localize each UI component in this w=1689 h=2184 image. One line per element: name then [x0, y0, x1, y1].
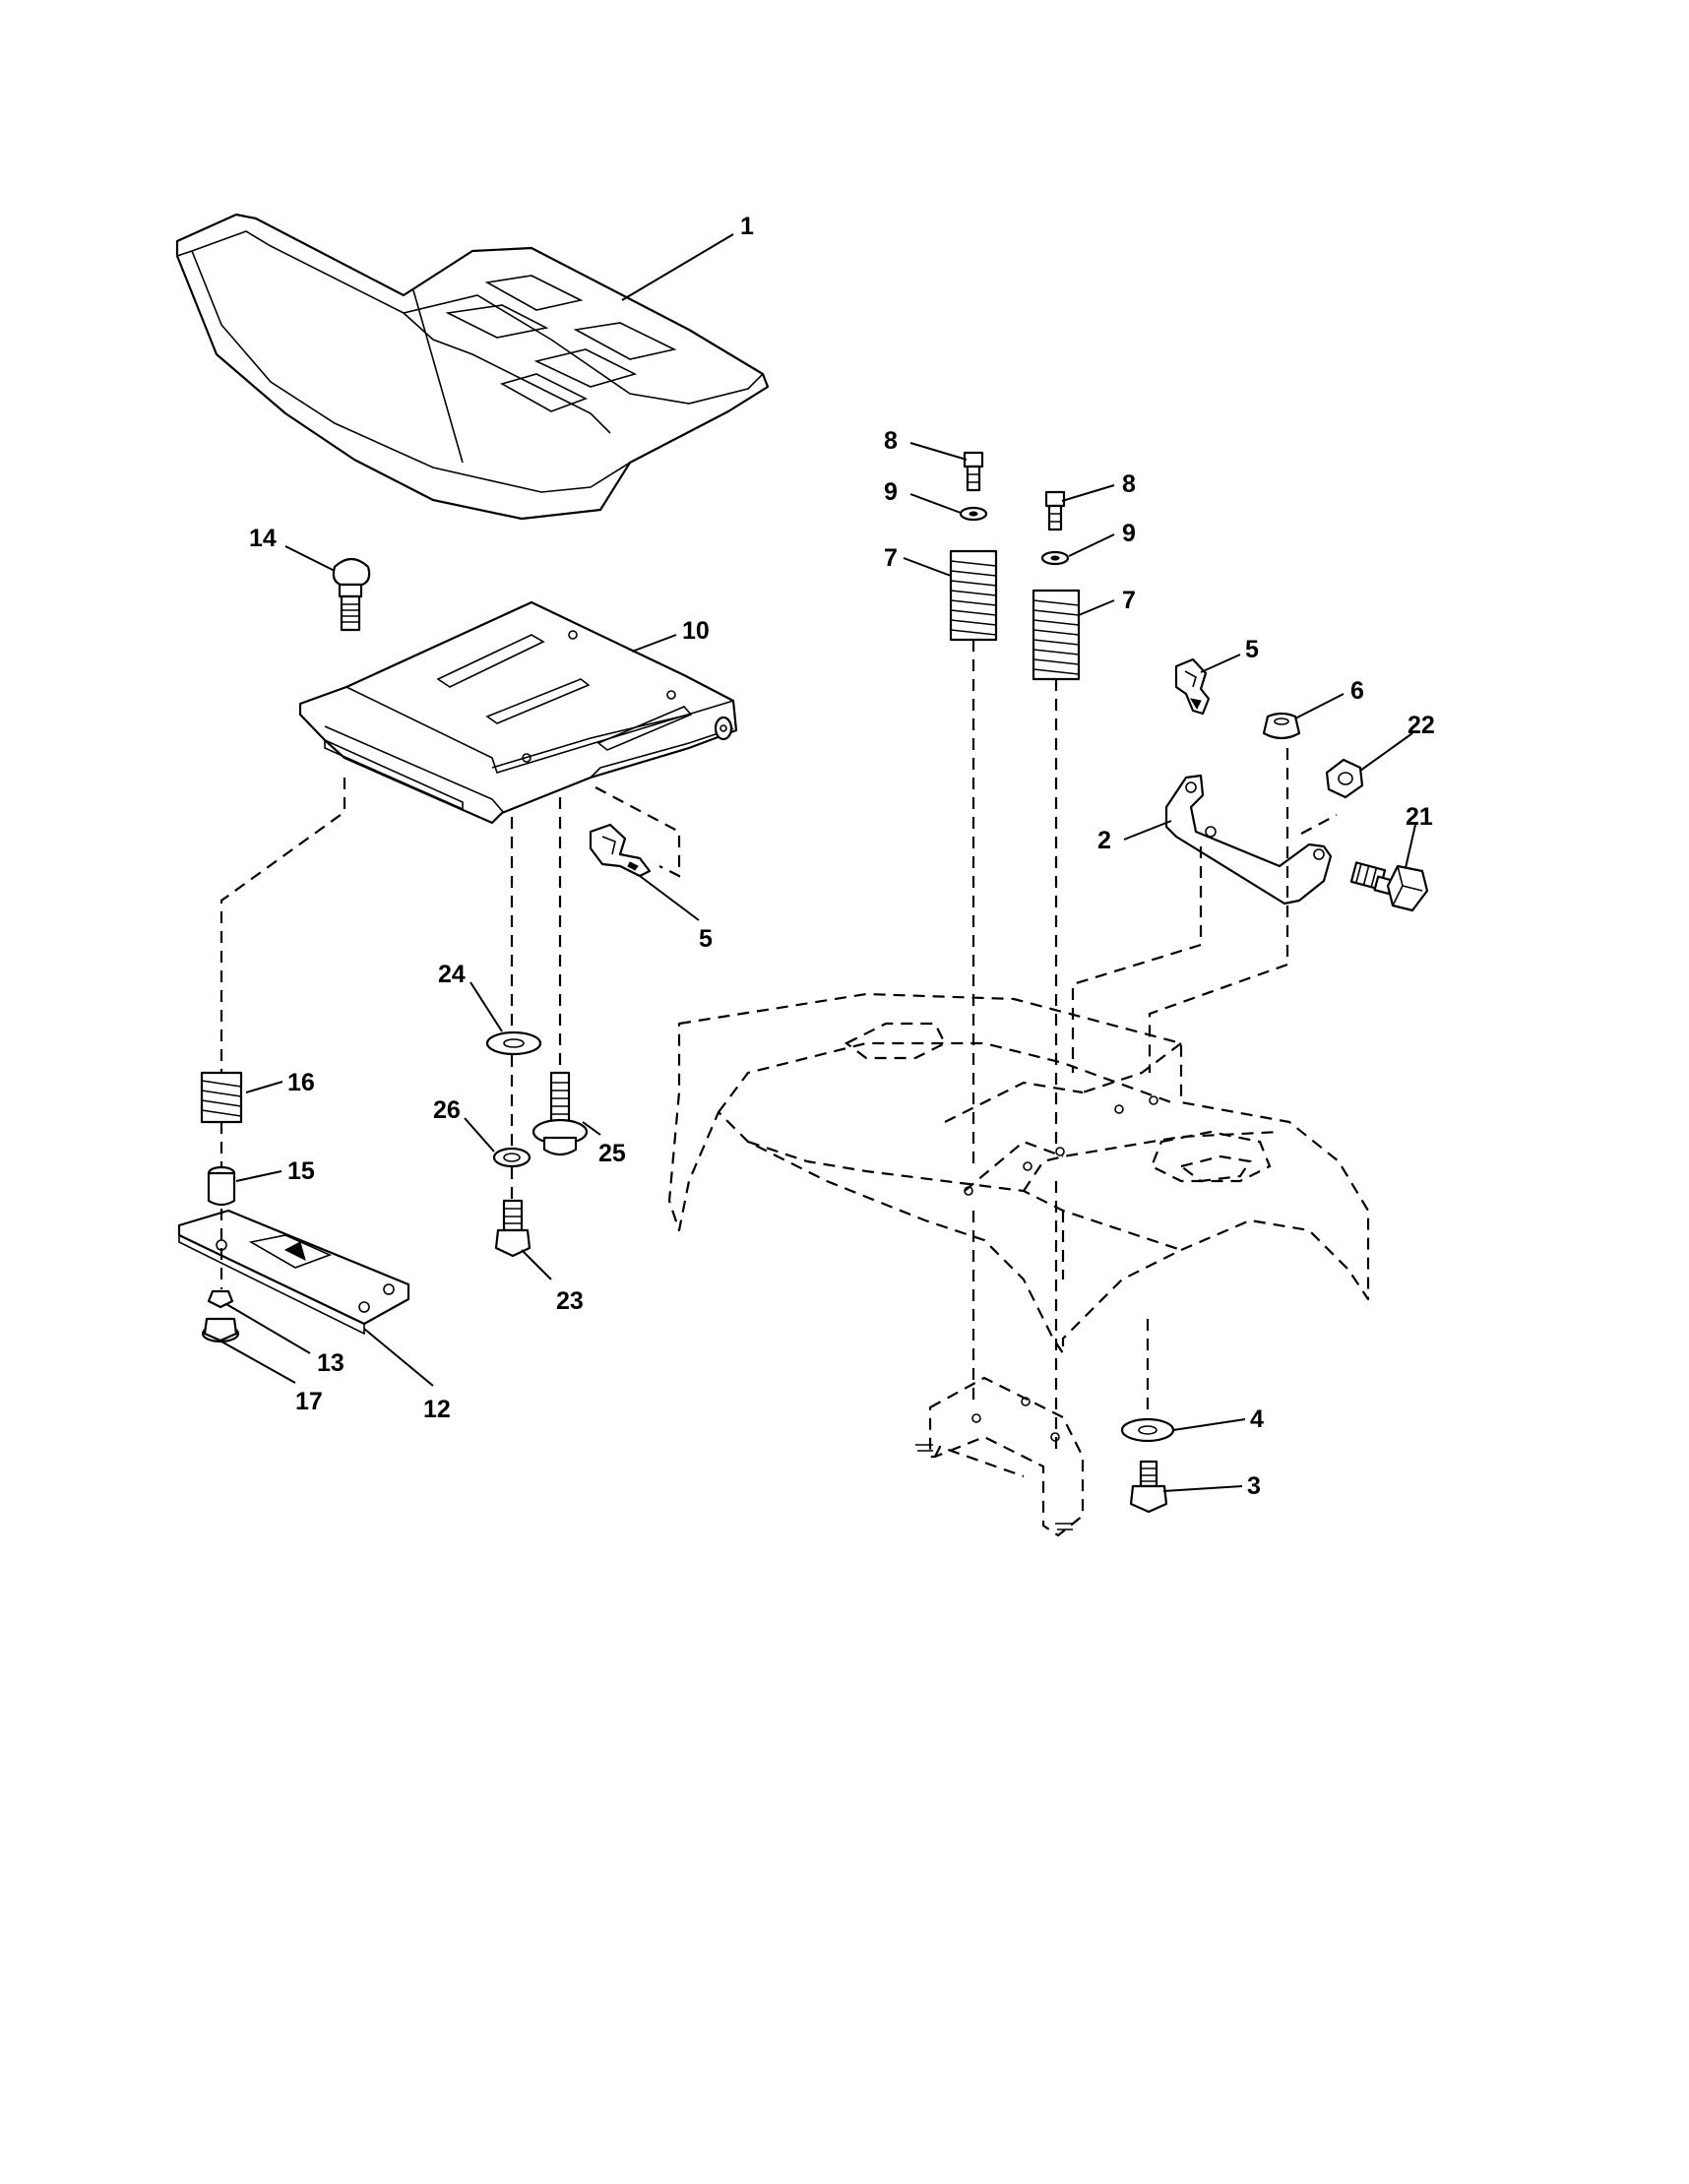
callout-9-left: 9 — [884, 478, 898, 506]
spring-16 — [200, 1071, 243, 1124]
callout-8-right: 8 — [1122, 470, 1136, 498]
lower-frame-bracket — [915, 1376, 1085, 1537]
washer-24 — [485, 1030, 542, 1056]
frame-washer-4 — [1120, 1417, 1175, 1443]
callout-17: 17 — [295, 1388, 323, 1415]
frame-bolt-3 — [1129, 1460, 1168, 1514]
bracket-2 — [1164, 774, 1333, 905]
callout-14: 14 — [249, 525, 277, 552]
callout-22: 22 — [1408, 712, 1435, 739]
washer-9-left — [959, 506, 988, 522]
callout-7-right: 7 — [1122, 587, 1136, 614]
callout-7-left: 7 — [884, 544, 898, 572]
shoulder-bolt-21 — [1349, 861, 1429, 912]
spacer-15 — [207, 1165, 236, 1207]
callout-4: 4 — [1250, 1405, 1264, 1433]
nut-22 — [1325, 758, 1364, 799]
callout-2: 2 — [1097, 827, 1111, 854]
carriage-bolt — [332, 557, 371, 632]
nut-17 — [201, 1317, 240, 1343]
callout-5-right: 5 — [1245, 636, 1259, 663]
callout-1: 1 — [740, 213, 754, 240]
callout-8-left: 8 — [884, 427, 898, 455]
callout-26: 26 — [433, 1096, 461, 1124]
fender-frame — [667, 992, 1370, 1355]
callout-25: 25 — [598, 1140, 626, 1167]
callout-13: 13 — [317, 1349, 344, 1377]
spring-7-left — [949, 549, 998, 642]
callout-24: 24 — [438, 961, 466, 988]
callout-9-right: 9 — [1122, 520, 1136, 547]
bolt-8-right — [1044, 490, 1066, 531]
seat-pan — [298, 600, 738, 825]
callout-labels: 1 14 10 5 24 25 26 23 16 15 12 13 17 8 9… — [249, 213, 1435, 1500]
bolt-25 — [532, 1071, 589, 1156]
callout-12: 12 — [423, 1396, 451, 1423]
washer-26 — [492, 1147, 532, 1168]
bolt-8-left — [963, 451, 984, 492]
clip-right — [1174, 657, 1211, 716]
leader-lines — [220, 233, 1416, 1492]
callout-15: 15 — [287, 1157, 315, 1185]
assembly-lines — [219, 640, 1338, 1457]
callout-16: 16 — [287, 1069, 315, 1096]
bolt-23 — [494, 1199, 532, 1258]
callout-6: 6 — [1350, 677, 1364, 705]
spring-7-right — [1032, 589, 1081, 681]
callout-10: 10 — [682, 617, 710, 645]
callout-21: 21 — [1406, 803, 1433, 831]
callout-3: 3 — [1247, 1472, 1261, 1500]
washer-9-right — [1040, 550, 1070, 566]
callout-23: 23 — [556, 1287, 584, 1315]
clip-left — [589, 823, 652, 878]
locknut-6 — [1262, 712, 1301, 740]
callout-5-left: 5 — [699, 925, 713, 953]
seat — [175, 213, 770, 521]
slide-plate — [177, 1209, 410, 1336]
